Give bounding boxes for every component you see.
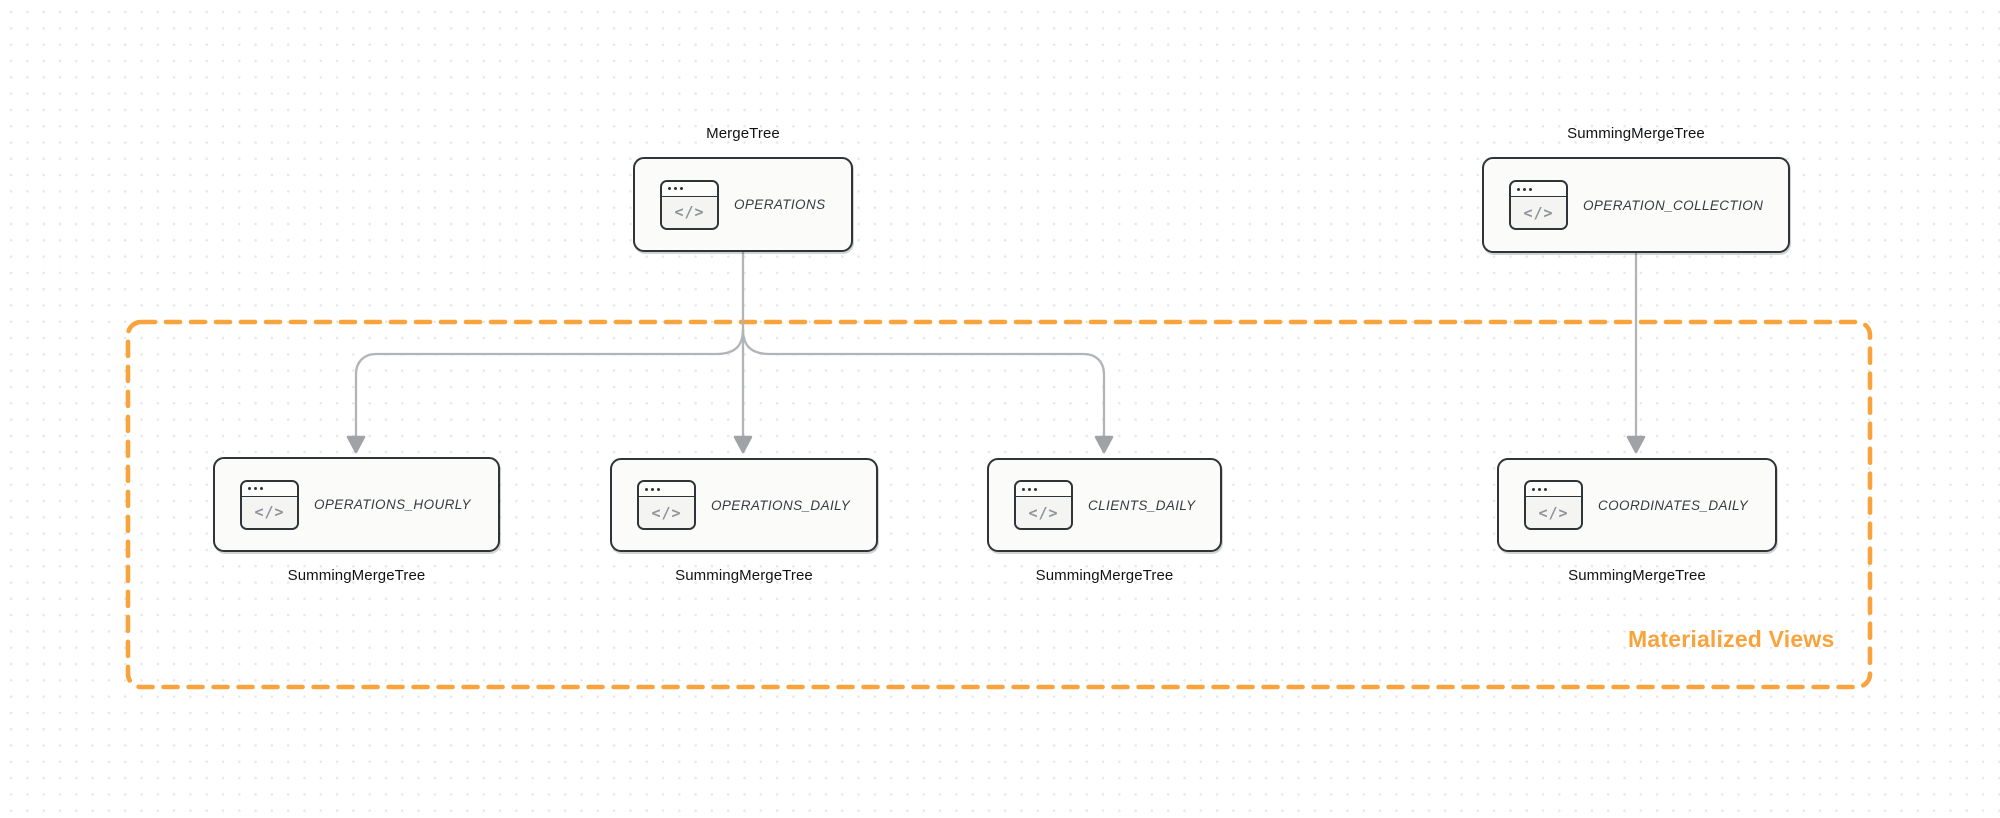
arrowhead [1094,435,1114,454]
node-operations[interactable]: MergeTree </> OPERATIONS [633,125,853,252]
node-clients-daily[interactable]: SummingMergeTree </> CLIENTS_DAILY [987,458,1222,584]
node-operations-daily[interactable]: SummingMergeTree </> OPERATIONS_DAILY [610,458,878,584]
engine-label: SummingMergeTree [287,567,426,584]
node-title: COORDINATES_DAILY [1598,497,1749,513]
node-title: OPERATIONS [734,197,826,212]
node-title: OPERATION_COLLECTION [1583,197,1764,213]
edge-operations-to-operations-hourly[interactable] [346,328,745,454]
node-title: OPERATIONS_HOURLY [314,497,471,512]
code-glyph: </> [662,196,717,228]
arrowhead [346,435,366,454]
code-window-icon: </> [1014,480,1073,530]
window-bar [1511,182,1566,197]
code-window-icon: </> [1509,180,1568,230]
code-window-icon: </> [1524,480,1583,530]
engine-label: SummingMergeTree [1567,125,1705,142]
code-glyph: </> [242,496,297,528]
materialized-views-label: Materialized Views [1628,626,1835,652]
edge-operation-collection-to-coordinates-daily[interactable] [1626,253,1646,454]
engine-label: SummingMergeTree [675,567,813,584]
node-box: </> OPERATIONS [633,157,853,252]
arrowhead [1626,435,1646,454]
node-box: </> COORDINATES_DAILY [1497,458,1777,552]
window-bar [1016,482,1071,497]
window-bar [1526,482,1581,497]
code-glyph: </> [1016,497,1071,528]
arrowhead [733,435,753,454]
window-bar [242,481,297,497]
code-glyph: </> [1511,197,1566,228]
window-bar [662,181,717,197]
node-operation-collection[interactable]: SummingMergeTree </> OPERATION_COLLECTIO… [1482,125,1790,253]
code-glyph: </> [1526,497,1581,528]
node-title: CLIENTS_DAILY [1088,497,1196,513]
node-box: </> OPERATIONS_HOURLY [213,457,500,552]
engine-label: SummingMergeTree [1035,567,1174,584]
code-window-icon: </> [660,179,719,230]
node-coordinates-daily[interactable]: SummingMergeTree </> COORDINATES_DAILY [1497,458,1777,584]
node-operations-hourly[interactable]: SummingMergeTree </> OPERATIONS_HOURLY [213,457,500,584]
materialized-views-group-border[interactable] [125,319,1873,690]
code-glyph: </> [639,497,694,528]
node-box: </> OPERATIONS_DAILY [610,458,878,552]
window-bar [639,482,694,497]
node-box: </> OPERATION_COLLECTION [1482,157,1790,253]
node-title: OPERATIONS_DAILY [711,497,851,513]
engine-label: SummingMergeTree [1568,567,1706,584]
code-window-icon: </> [637,480,696,530]
node-box: </> CLIENTS_DAILY [987,458,1222,552]
engine-label: MergeTree [706,125,780,142]
code-window-icon: </> [240,479,299,530]
edge-operations-to-operations-daily[interactable] [733,252,753,454]
edge-operations-to-clients-daily[interactable] [741,328,1114,454]
